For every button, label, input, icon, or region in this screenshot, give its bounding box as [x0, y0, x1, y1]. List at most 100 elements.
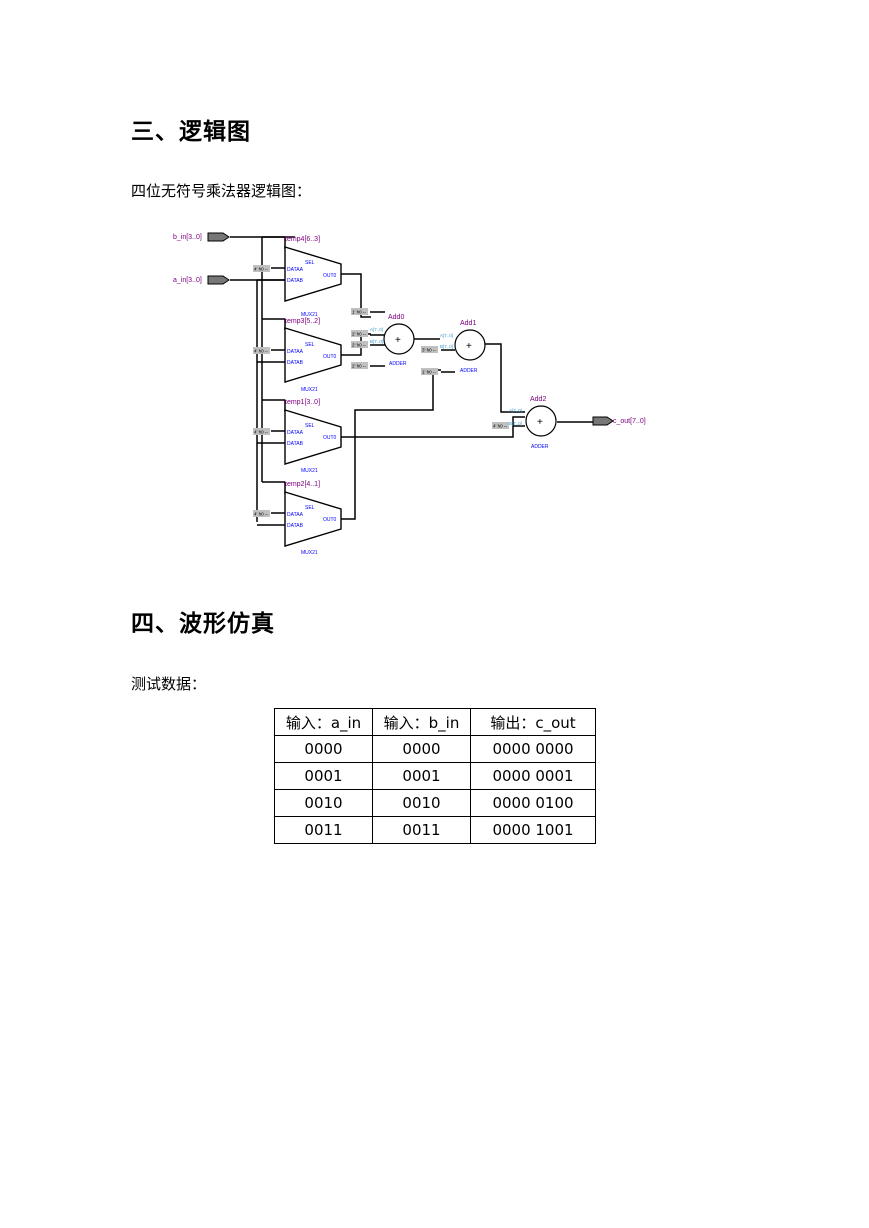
svg-text:A[7..0]: A[7..0]: [370, 327, 383, 332]
diagram-caption: 四位无符号乘法器逻辑图：: [131, 182, 312, 200]
svg-text:+: +: [537, 417, 543, 428]
svg-text:SEL: SEL: [305, 505, 315, 511]
cell-c-out: 0000 1001: [470, 816, 596, 844]
section-heading-waveform: 四、波形仿真: [131, 611, 275, 637]
svg-text:DATAB: DATAB: [287, 441, 304, 447]
svg-text:temp4[6..3]: temp4[6..3]: [285, 236, 320, 243]
test-data-table: 输入：a_in 输入：b_in 输出：c_out 0000 0000 0000 …: [274, 708, 596, 844]
svg-text:+: +: [395, 335, 401, 346]
svg-text:MUX21: MUX21: [301, 387, 318, 393]
svg-text:OUT0: OUT0: [323, 517, 337, 523]
adder-block: + Add2 ADDER A[7..0] B[7..0]: [509, 396, 557, 450]
c-out-pin-icon: [592, 416, 614, 426]
svg-text:4' h0 --: 4' h0 --: [254, 349, 268, 354]
svg-text:4' h0 --: 4' h0 --: [254, 512, 268, 517]
svg-text:MUX21: MUX21: [301, 468, 318, 474]
cell-c-out: 0000 0000: [470, 735, 596, 763]
svg-text:DATAB: DATAB: [287, 278, 304, 284]
header-b-in: 输入：b_in: [372, 708, 471, 736]
svg-text:4' h0 --: 4' h0 --: [493, 424, 507, 429]
const-box: [253, 265, 270, 272]
svg-text:SEL: SEL: [305, 260, 315, 266]
header-a-in: 输入：a_in: [274, 708, 373, 736]
test-data-caption: 测试数据：: [131, 675, 207, 693]
svg-text:3' h0 --: 3' h0 --: [422, 348, 436, 353]
table-row: 0011 0011 0000 1001: [274, 816, 596, 844]
logic-diagram: b_in[3..0] a_in[3..0] c_out[7..0] temp4[…: [173, 232, 646, 556]
b-in-pin-icon: [207, 232, 230, 242]
c-out-label: c_out[7..0]: [613, 418, 646, 425]
svg-text:B[7..0]: B[7..0]: [509, 421, 522, 426]
svg-text:OUT0: OUT0: [323, 273, 337, 279]
section-heading-logic-diagram: 三、逻辑图: [131, 119, 251, 145]
cell-a-in: 0000: [274, 735, 373, 763]
svg-text:temp1[3..0]: temp1[3..0]: [285, 399, 320, 406]
svg-text:1' h0 --: 1' h0 --: [422, 370, 436, 375]
adder-block: + Add0 ADDER A[7..0] B[7..0]: [370, 314, 415, 367]
svg-text:MUX21: MUX21: [301, 550, 318, 556]
cell-a-in: 0011: [274, 816, 373, 844]
svg-text:A[7..0]: A[7..0]: [440, 333, 453, 338]
const-box: [351, 341, 368, 348]
mux21-block: temp3[5..2] SEL DATAA DATAB OUT0 MUX21 4…: [253, 318, 342, 393]
svg-text:DATAA: DATAA: [287, 349, 304, 355]
cell-b-in: 0011: [372, 816, 471, 844]
const-box: [253, 510, 270, 517]
const-box: [351, 362, 368, 369]
mux21-block: temp1[3..0] SEL DATAA DATAB OUT0 MUX21 4…: [253, 399, 342, 474]
table-row: 0010 0010 0000 0100: [274, 789, 596, 817]
cell-b-in: 0010: [372, 789, 471, 817]
b-in-label: b_in[3..0]: [173, 234, 202, 241]
cell-c-out: 0000 0100: [470, 789, 596, 817]
svg-text:1' h0 --: 1' h0 --: [352, 310, 366, 315]
svg-text:DATAA: DATAA: [287, 430, 304, 436]
const-box: [253, 428, 270, 435]
const-box: [253, 347, 270, 354]
svg-text:OUT0: OUT0: [323, 435, 337, 441]
svg-text:ADDER: ADDER: [531, 444, 549, 450]
svg-text:Add1: Add1: [460, 320, 476, 327]
header-c-out: 输出：c_out: [470, 708, 596, 736]
cell-b-in: 0000: [372, 735, 471, 763]
svg-text:A[7..0]: A[7..0]: [509, 408, 522, 413]
svg-text:temp2[4..1]: temp2[4..1]: [285, 481, 320, 488]
svg-text:OUT0: OUT0: [323, 354, 337, 360]
const-box: [421, 346, 438, 353]
cell-a-in: 0010: [274, 789, 373, 817]
svg-text:B[7..0]: B[7..0]: [370, 339, 383, 344]
svg-text:Add2: Add2: [530, 396, 546, 403]
table-header-row: 输入：a_in 输入：b_in 输出：c_out: [274, 708, 596, 736]
svg-text:temp3[5..2]: temp3[5..2]: [285, 318, 320, 325]
svg-text:B[7..0]: B[7..0]: [440, 344, 453, 349]
const-box: [492, 422, 509, 429]
svg-text:4' h0 --: 4' h0 --: [254, 430, 268, 435]
svg-text:Add0: Add0: [388, 314, 404, 321]
mux21-block: temp2[4..1] SEL DATAA DATAB OUT0 MUX21 4…: [253, 481, 342, 556]
cell-a-in: 0001: [274, 762, 373, 790]
cell-c-out: 0000 0001: [470, 762, 596, 790]
svg-text:ADDER: ADDER: [389, 361, 407, 367]
mux21-block: temp4[6..3] SEL DATAA DATAB OUT0 MUX21 4…: [253, 236, 342, 318]
const-box: [351, 330, 368, 337]
table-row: 0000 0000 0000 0000: [274, 735, 596, 763]
svg-text:DATAB: DATAB: [287, 523, 304, 529]
svg-text:+: +: [466, 341, 472, 352]
svg-text:2' h0 --: 2' h0 --: [352, 343, 366, 348]
adder-block: + Add1 ADDER A[7..0] B[7..0]: [440, 320, 486, 374]
a-in-pin-icon: [207, 275, 230, 285]
const-box: [421, 368, 438, 375]
svg-text:SEL: SEL: [305, 423, 315, 429]
cell-b-in: 0001: [372, 762, 471, 790]
svg-text:DATAA: DATAA: [287, 512, 304, 518]
a-in-label: a_in[3..0]: [173, 277, 202, 284]
svg-text:SEL: SEL: [305, 342, 315, 348]
svg-text:4' h0 --: 4' h0 --: [254, 267, 268, 272]
svg-text:2' h0 --: 2' h0 --: [352, 332, 366, 337]
svg-text:DATAA: DATAA: [287, 267, 304, 273]
svg-text:MUX21: MUX21: [301, 312, 318, 318]
svg-text:ADDER: ADDER: [460, 368, 478, 374]
const-box: [351, 308, 368, 315]
table-row: 0001 0001 0000 0001: [274, 762, 596, 790]
svg-text:2' h0 --: 2' h0 --: [352, 364, 366, 369]
svg-text:DATAB: DATAB: [287, 360, 304, 366]
